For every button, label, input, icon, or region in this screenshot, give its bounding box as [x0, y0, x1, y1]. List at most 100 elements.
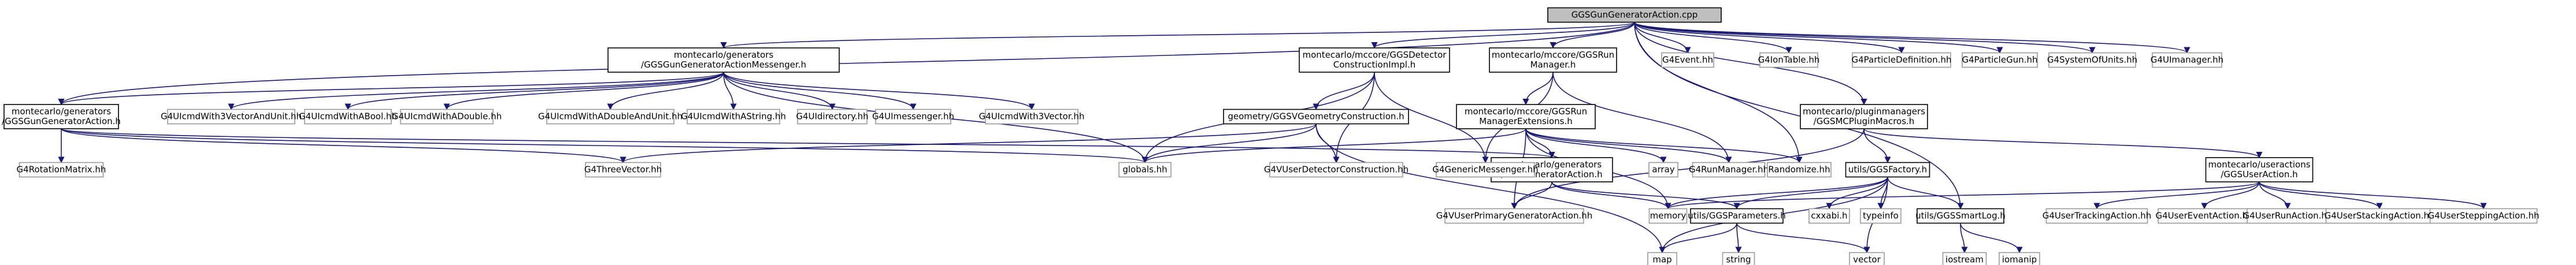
node-label: vector [1853, 255, 1881, 265]
node-memory: memory [1648, 208, 1688, 224]
node-box [3, 104, 119, 129]
node-box [1808, 208, 1850, 224]
edge-gunmsg-h-to-uidouble [443, 72, 724, 110]
edge-plugins-h-to-useraction-h [1863, 128, 2263, 159]
edge-gunmsg-h-to-ui3vecunit [228, 72, 724, 110]
edge-gengen-h-to-params-h [1551, 181, 1740, 210]
edge-smartlog-h-to-iomanip [1960, 223, 2023, 253]
node-box [2429, 208, 2538, 224]
node-detcons-h[interactable]: montecarlo/mccore/GGSDetectorConstructio… [1299, 47, 1450, 73]
node-box [1648, 208, 1688, 224]
node-label: montecarlo/generators [12, 106, 111, 117]
edge-runmgrext-h-to-globals [1141, 128, 1526, 163]
node-label: G4Event.hh [1662, 55, 1713, 65]
node-box [1800, 104, 1928, 129]
node-box [2152, 52, 2222, 68]
edge-detcons-h-to-geomcons-h [1313, 72, 1375, 110]
node-label: Randomize.hh [1768, 165, 1830, 175]
node-box [687, 109, 780, 125]
node-root[interactable]: GGSGunGeneratorAction.cpp [1547, 7, 1722, 23]
edge-gunmsg-h-to-uidirectory [723, 72, 836, 110]
node-g4genmsg: G4GenericMessenger.hh [1432, 162, 1539, 178]
node-g4userevent: G4UserEventAction.hh [2155, 208, 2253, 224]
node-label: /GGSUserAction.h [2221, 169, 2297, 180]
edge-root-to-plugins-h [1634, 22, 1867, 106]
node-uidoubleunit: G4UIcmdWithADoubleAndUnit.hh [538, 109, 683, 125]
edge-factory-h-to-cxxabi [1826, 177, 1888, 210]
node-box [1444, 208, 1584, 224]
node-label: G4UserEventAction.hh [2155, 211, 2253, 221]
node-label: G4ThreeVector.hh [584, 165, 662, 175]
node-label: /GGSMCPluginMacros.h [1814, 116, 1915, 126]
edge-params-h-to-map [1659, 223, 1737, 253]
node-map: map [1647, 252, 1677, 265]
node-label: ManagerExtensions.h [1479, 116, 1572, 126]
edge-plugins-h-to-g4vuserprim [1511, 128, 1865, 210]
node-label: GGSGunGeneratorAction.cpp [1571, 10, 1698, 20]
node-label: G4RotationMatrix.hh [17, 165, 106, 175]
node-box [2247, 208, 2329, 224]
node-gungen-h[interactable]: montecarlo/generators/GGSGunGeneratorAct… [2, 104, 121, 129]
node-factory-h[interactable]: utils/GGSFactory.h [1845, 162, 1930, 178]
node-gunmsg-h[interactable]: montecarlo/generators/GGSGunGeneratorAct… [607, 47, 840, 73]
edge-gungen-h-to-gengen-h [61, 128, 1555, 159]
node-g4userstepping: G4UserSteppingAction.hh [2428, 208, 2540, 224]
node-vector: vector [1849, 252, 1885, 265]
node-uidouble: G4UIcmdWithADouble.hh [392, 109, 502, 125]
node-label: typeinfo [1863, 211, 1899, 221]
edge-gunmsg-h-to-ui3vec [723, 72, 1035, 110]
node-label: /GGSGunGeneratorAction.h [2, 116, 121, 126]
node-g4event: G4Event.hh [1661, 52, 1714, 68]
node-label: G4RunManager.hh [1689, 165, 1769, 175]
node-g4uimanager: G4UImanager.hh [2151, 52, 2223, 68]
node-box [1767, 162, 1832, 178]
node-runmgrext-h[interactable]: montecarlo/mccore/GGSRunManagerExtension… [1456, 104, 1596, 129]
node-g4vuserdet: G4VUserDetectorConstruction.hh [1264, 162, 1409, 178]
node-label: iostream [1945, 255, 1984, 265]
edge-runmgr-h-to-g4runmgr [1552, 72, 1732, 163]
node-box [1845, 162, 1930, 178]
edge-gunmsg-h-to-uidoubleunit [607, 72, 724, 110]
node-label: G4UIdirectory.hh [796, 111, 868, 122]
node-label: array [1652, 165, 1674, 175]
edge-root-to-g4partgun [1634, 21, 2003, 54]
node-params-h[interactable]: utils/GGSParameters.h [1688, 208, 1786, 224]
edge-geomcons-h-to-g4threevec [620, 123, 1317, 163]
node-label: G4UImanager.hh [2151, 55, 2223, 65]
node-box [1962, 52, 2038, 68]
node-box [1118, 162, 1172, 178]
node-label: G4UserStackingAction.hh [2325, 211, 2435, 221]
edge-smartlog-h-to-iostream [1960, 223, 1968, 253]
node-label: utils/GGSParameters.h [1688, 211, 1786, 221]
edge-runmgrext-h-to-g4runmgr [1525, 128, 1732, 163]
edge-useraction-h-to-g4userrun [2259, 181, 2291, 210]
edge-root-to-randomize [1634, 22, 1803, 163]
node-box [1759, 52, 1818, 68]
edge-useraction-h-to-memory [1665, 181, 2260, 210]
node-label: G4UserSteppingAction.hh [2428, 211, 2540, 221]
edge-useraction-h-to-g4userstepping [2259, 181, 2487, 210]
node-useraction-h[interactable]: montecarlo/useractions/GGSUserAction.h [2205, 157, 2314, 182]
edge-root-to-detcons-h [1371, 21, 1635, 49]
edge-useraction-h-to-g4usertracking [2093, 181, 2260, 210]
node-plugins-h[interactable]: montecarlo/pluginmanagers/GGSMCPluginMac… [1800, 104, 1928, 129]
edge-root-to-g4partdef [1634, 22, 1905, 54]
node-label: G4UIcmdWithABool.hh [299, 111, 397, 122]
node-box [304, 109, 392, 125]
node-box [1852, 52, 1951, 68]
node-label: G4IonTable.hh [1758, 55, 1820, 65]
node-g4usertracking: G4UserTrackingAction.hh [2043, 208, 2151, 224]
node-smartlog-h[interactable]: utils/GGSSmartLog.h [1915, 208, 2006, 224]
node-label: geometry/GGSVGeometryConstruction.h [1228, 111, 1404, 122]
edge-useraction-h-to-g4userstacking [2259, 181, 2383, 210]
node-box [1722, 252, 1755, 265]
node-label: G4UserRunAction.hh [2243, 211, 2333, 221]
node-g4rotmatrix: G4RotationMatrix.hh [17, 162, 106, 178]
edge-plugins-h-to-factory-h [1863, 128, 1891, 163]
node-label: utils/GGSSmartLog.h [1915, 211, 2006, 221]
node-box [1456, 104, 1596, 129]
node-geomcons-h[interactable]: geometry/GGSVGeometryConstruction.h [1223, 109, 1409, 125]
node-box [1647, 252, 1677, 265]
node-label: iomanip [2002, 255, 2037, 265]
